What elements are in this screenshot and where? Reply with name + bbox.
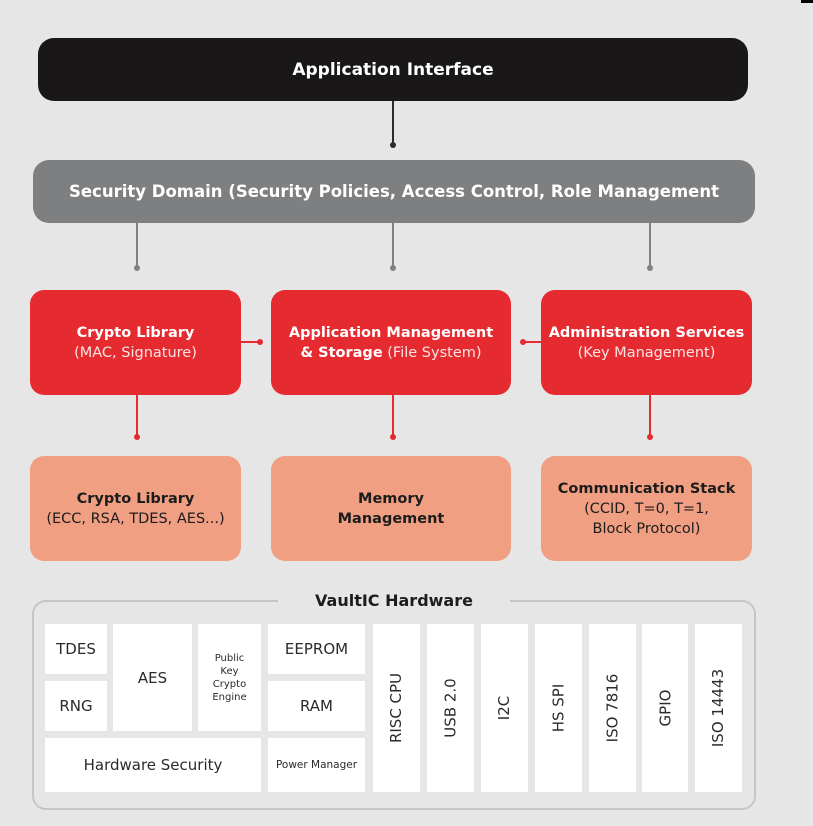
hw-cell-ram: RAM [268,681,365,731]
connector-security-to-crypto [136,223,138,267]
hw-security-label: Hardware Security [83,756,223,774]
hw-cell-iso7816: ISO 7816 [589,624,636,792]
communication-stack-line1: (CCID, T=0, T=1, [584,500,709,517]
application-interface-label: Application Interface [292,59,494,80]
hw-tdes-label: TDES [56,640,96,658]
admin-services-box: Administration Services (Key Management) [541,290,752,395]
app-management-title-line2: & Storage [300,344,383,361]
connector-admin-to-comm-stack [649,395,651,436]
hw-cell-tdes: TDES [45,624,107,674]
connector-dot [134,265,140,271]
app-management-subtitle: (File System) [387,344,482,361]
hw-gpio-label: GPIO [656,689,674,727]
connector-app-to-security [392,101,394,144]
connector-dot [390,434,396,440]
crypto-library-lower-box: Crypto Library (ECC, RSA, TDES, AES...) [30,456,241,561]
hw-cell-aes: AES [113,624,192,731]
hw-power-manager-label: Power Manager [275,759,358,771]
admin-services-subtitle: (Key Management) [577,344,716,361]
memory-management-line1: Memory [358,490,424,507]
communication-stack-line2: Block Protocol) [592,520,701,537]
hw-cell-public-key-crypto: Public Key Crypto Engine [198,624,261,731]
hw-iso14443-label: ISO 14443 [709,668,728,748]
hw-ram-label: RAM [299,697,334,715]
memory-management-line2: Management [337,510,445,527]
connector-admin-to-app-mgmt [523,341,541,343]
hw-usb-label: USB 2.0 [441,678,460,738]
connector-dot [257,339,263,345]
crypto-library-upper-title: Crypto Library [76,324,195,341]
connector-crypto-to-app-mgmt [241,341,259,343]
app-management-title-line1: Application Management [288,324,494,341]
connector-security-to-admin [649,223,651,267]
corner-mark [801,0,813,3]
hw-cell-usb: USB 2.0 [427,624,474,792]
hw-cell-iso14443: ISO 14443 [695,624,742,792]
connector-dot [520,339,526,345]
hw-cell-rng: RNG [45,681,107,731]
application-interface-box: Application Interface [38,38,748,101]
hw-rng-label: RNG [59,697,93,715]
crypto-library-lower-subtitle: (ECC, RSA, TDES, AES...) [46,510,225,527]
crypto-library-upper-subtitle: (MAC, Signature) [74,344,197,361]
connector-dot [134,434,140,440]
connector-app-mgmt-to-memory [392,395,394,436]
communication-stack-box: Communication Stack (CCID, T=0, T=1, Blo… [541,456,752,561]
hw-cell-gpio: GPIO [642,624,688,792]
hw-cell-eeprom: EEPROM [268,624,365,674]
hw-i2c-label: I2C [495,695,514,721]
hw-hs-spi-label: HS SPI [549,683,568,733]
admin-services-title: Administration Services [548,324,745,341]
connector-dot [390,265,396,271]
communication-stack-title: Communication Stack [557,480,736,497]
hw-cell-power-manager: Power Manager [268,738,365,792]
hw-cell-risc-cpu: RISC CPU [373,624,420,792]
crypto-library-upper-box: Crypto Library (MAC, Signature) [30,290,241,395]
security-domain-label: Security Domain (Security Policies, Acce… [68,182,720,201]
hw-pk-line4: Engine [212,691,247,703]
hw-risc-cpu-label: RISC CPU [387,672,406,744]
hw-pk-line2: Key [220,665,239,677]
memory-management-box: Memory Management [271,456,511,561]
hw-aes-label: AES [137,668,168,687]
app-management-box: Application Management & Storage (File S… [271,290,511,395]
hw-cell-hs-spi: HS SPI [535,624,582,792]
connector-dot [647,434,653,440]
hw-pk-line1: Public [214,652,245,664]
security-domain-box: Security Domain (Security Policies, Acce… [33,160,755,223]
hw-cell-i2c: I2C [481,624,528,792]
connector-crypto-to-crypto-lib [136,395,138,436]
hw-cell-hardware-security: Hardware Security [45,738,261,792]
crypto-library-lower-title: Crypto Library [76,490,195,507]
hardware-title-label: VaultIC Hardware [315,590,473,610]
hw-iso7816-label: ISO 7816 [603,673,622,743]
hw-pk-line3: Crypto [212,678,247,690]
hardware-title: VaultIC Hardware [278,588,510,612]
connector-dot [390,142,396,148]
connector-security-to-app-mgmt [392,223,394,267]
connector-dot [647,265,653,271]
hw-eeprom-label: EEPROM [284,640,349,658]
